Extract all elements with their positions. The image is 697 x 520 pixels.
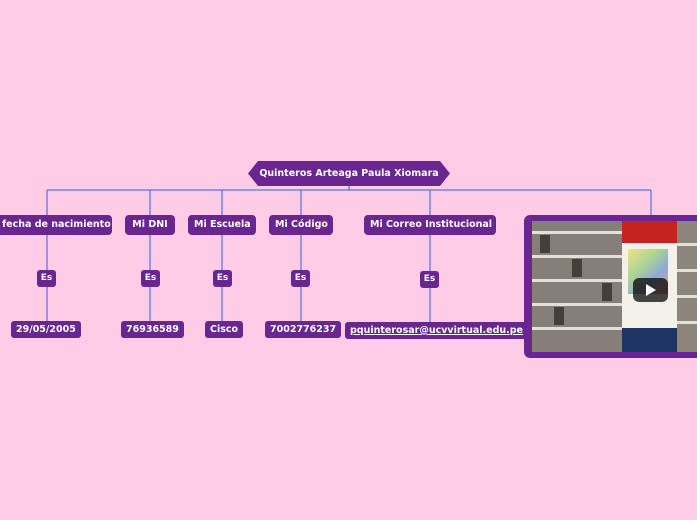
- value-node-mi-escuela[interactable]: Cisco: [205, 321, 243, 338]
- value-node-mi-dni[interactable]: 76936589: [121, 321, 184, 338]
- building-image: [532, 221, 624, 352]
- branch-node-mi-escuela[interactable]: Mi Escuela: [188, 215, 256, 235]
- branch-node-mi-dni[interactable]: Mi DNI: [125, 215, 175, 235]
- relation-label-mi-codigo[interactable]: Es: [291, 270, 310, 287]
- branch-node-mi-codigo[interactable]: Mi Código: [269, 215, 333, 235]
- relation-label-mi-correo-institucional[interactable]: Es: [420, 271, 439, 288]
- value-node-fecha-de-nacimiento[interactable]: 29/05/2005: [11, 321, 81, 338]
- value-node-mi-correo-institucional[interactable]: pquinterosar@ucvvirtual.edu.pe: [345, 322, 528, 339]
- video-node[interactable]: [524, 215, 697, 358]
- branch-node-mi-correo-institucional[interactable]: Mi Correo Institucional: [364, 215, 496, 235]
- relation-label-mi-escuela[interactable]: Es: [213, 270, 232, 287]
- play-icon[interactable]: [633, 278, 668, 302]
- relation-label-fecha-de-nacimiento[interactable]: Es: [37, 270, 56, 287]
- relation-label-mi-dni[interactable]: Es: [141, 270, 160, 287]
- central-topic[interactable]: Quinteros Arteaga Paula Xiomara: [248, 161, 450, 186]
- value-node-mi-codigo[interactable]: 7002776237: [265, 321, 341, 338]
- building-image-right: [677, 221, 697, 352]
- branch-node-fecha-de-nacimiento[interactable]: fecha de nacimiento: [0, 215, 112, 235]
- video-thumbnail[interactable]: [532, 221, 697, 352]
